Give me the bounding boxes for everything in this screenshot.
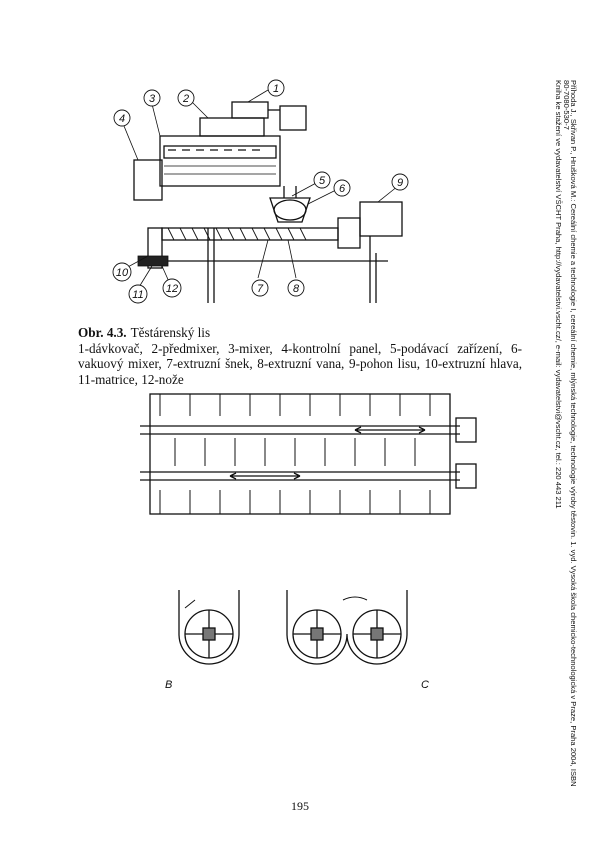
pasta-press-drawing: 1 2 3 4 5 6 7 8 9 10 11 12 <box>112 79 409 304</box>
callout-2: 2 <box>182 93 189 105</box>
callout-11: 11 <box>132 289 143 301</box>
caption-number: Obr. 4.3. <box>78 325 127 340</box>
view-label-b: B <box>165 679 172 690</box>
callout-6: 6 <box>339 183 346 195</box>
citation-line-3: Kniha ke stažení ve vydavatelství VŠCHT … <box>554 80 564 509</box>
callout-3: 3 <box>149 93 156 105</box>
callout-7: 7 <box>257 283 264 295</box>
callout-10: 10 <box>116 267 129 279</box>
figure-caption: Obr. 4.3.Těstárenský lis 1-dávkovač, 2-p… <box>78 325 522 387</box>
callout-12: 12 <box>166 283 178 295</box>
mixer-cross-sections: B C <box>165 590 429 690</box>
citation-sidebar: Příhoda J., Skřivan P., Hrušková M.: Cer… <box>554 80 578 830</box>
callout-4: 4 <box>119 113 125 125</box>
page-number: 195 <box>291 799 309 813</box>
callout-9: 9 <box>397 177 403 189</box>
view-label-c: C <box>421 679 429 690</box>
citation-line-1: Příhoda J., Skřivan P., Hrušková M.: Cer… <box>569 80 578 787</box>
callout-5: 5 <box>319 175 326 187</box>
callout-1: 1 <box>273 83 279 95</box>
caption-text: 1-dávkovač, 2-předmixer, 3-mixer, 4-kont… <box>78 340 522 387</box>
callout-8: 8 <box>293 283 300 295</box>
mixer-top-view: A <box>140 393 477 515</box>
caption-title: Těstárenský lis <box>130 325 211 340</box>
